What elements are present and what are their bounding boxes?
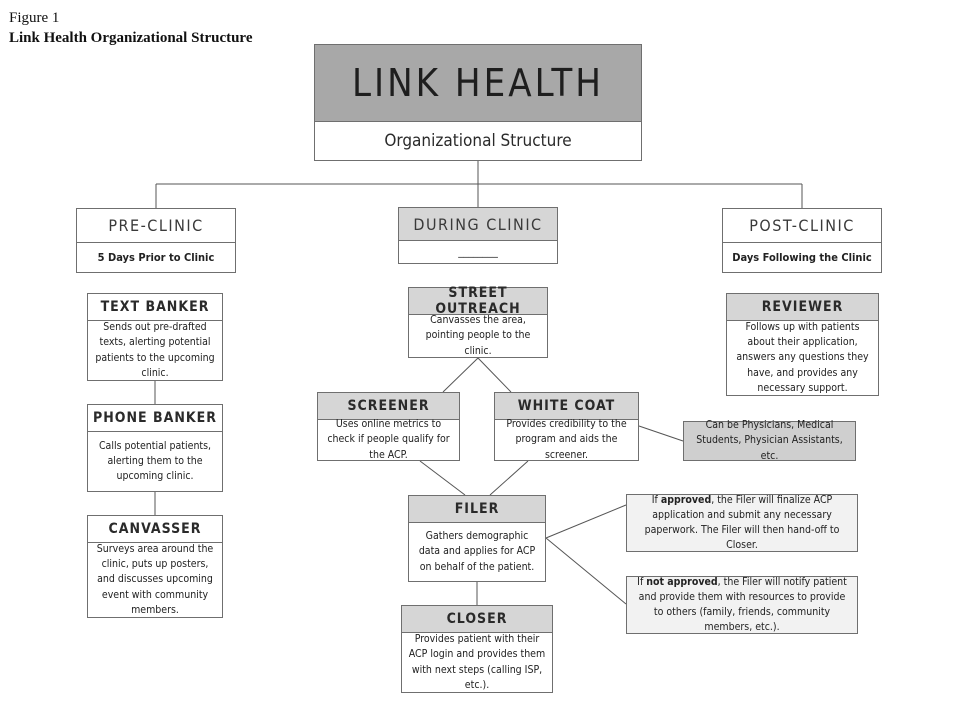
role-phone-banker: PHONE BANKER Calls potential patients, a… (87, 404, 223, 492)
role-canvasser-desc: Surveys area around the clinic, puts up … (96, 542, 214, 616)
role-white-coat-title: WHITE COAT (495, 393, 638, 420)
figure-label: Figure 1 (9, 10, 60, 26)
phase-pre-clinic: PRE-CLINIC 5 Days Prior to Clinic (76, 208, 236, 273)
connector-street-whitecoat (477, 357, 512, 393)
role-phone-banker-desc: Calls potential patients, alerting them … (98, 439, 212, 483)
org-header-box: LINK HEALTH Organizational Structure (314, 44, 642, 161)
role-filer: FILER Gathers demographic data and appli… (408, 495, 546, 582)
role-text-banker: TEXT BANKER Sends out pre-drafted texts,… (87, 293, 223, 381)
role-phone-banker-title: PHONE BANKER (88, 405, 222, 432)
role-reviewer-title: REVIEWER (727, 294, 878, 321)
connector-screener-filer (419, 460, 466, 496)
note-white-coat: Can be Physicians, Medical Students, Phy… (683, 419, 856, 462)
phase-during-clinic-subtitle: ________ (458, 245, 498, 259)
connector-whitecoat-note (638, 425, 684, 442)
role-street-outreach: STREET OUTREACH Canvasses the area, poin… (408, 285, 548, 358)
role-street-outreach-title: STREET OUTREACH (409, 285, 547, 317)
role-screener-title: SCREENER (318, 393, 459, 420)
phase-post-clinic: POST-CLINIC Days Following the Clinic (722, 208, 882, 273)
connector-filer-approved (545, 504, 627, 539)
phase-during-clinic-title: DURING CLINIC (399, 208, 557, 241)
role-screener-desc: Uses online metrics to check if people q… (327, 418, 450, 461)
role-filer-title: FILER (409, 496, 545, 523)
note-not-approved: If not approved, the Filer will notify p… (626, 576, 858, 634)
role-reviewer: REVIEWER Follows up with patients about … (726, 293, 879, 396)
phase-pre-clinic-title: PRE-CLINIC (77, 209, 235, 243)
role-closer-desc: Provides patient with their ACP login an… (408, 633, 546, 691)
role-screener: SCREENER Uses online metrics to check if… (317, 392, 460, 461)
connector-whitecoat-filer (489, 460, 529, 496)
role-text-banker-desc: Sends out pre-drafted texts, alerting po… (95, 321, 215, 379)
role-street-outreach-desc: Canvasses the area, pointing people to t… (425, 314, 531, 357)
org-subtitle: Organizational Structure (384, 130, 572, 151)
figure-title: Link Health Organizational Structure (9, 30, 253, 46)
role-white-coat: WHITE COAT Provides credibility to the p… (494, 392, 639, 461)
note-not-approved-text: If not approved, the Filer will notify p… (637, 575, 847, 634)
org-title: LINK HEALTH (315, 45, 641, 122)
note-approved: If approved, the Filer will finalize ACP… (626, 494, 858, 552)
connector-filer-notapproved (545, 537, 627, 605)
phase-pre-clinic-subtitle: 5 Days Prior to Clinic (97, 251, 215, 265)
phase-post-clinic-title: POST-CLINIC (723, 209, 881, 243)
role-canvasser: CANVASSER Surveys area around the clinic… (87, 515, 223, 618)
role-text-banker-title: TEXT BANKER (88, 294, 222, 321)
phase-during-clinic: DURING CLINIC ________ (398, 207, 558, 264)
role-canvasser-title: CANVASSER (88, 516, 222, 543)
role-reviewer-desc: Follows up with patients about their app… (736, 320, 869, 394)
connector-street-screener (442, 357, 479, 393)
role-filer-desc: Gathers demographic data and applies for… (418, 530, 536, 573)
note-approved-text: If approved, the Filer will finalize ACP… (644, 493, 840, 552)
phase-post-clinic-subtitle: Days Following the Clinic (732, 251, 872, 265)
role-closer-title: CLOSER (402, 606, 552, 633)
role-closer: CLOSER Provides patient with their ACP l… (401, 605, 553, 693)
role-white-coat-desc: Provides credibility to the program and … (506, 418, 627, 461)
